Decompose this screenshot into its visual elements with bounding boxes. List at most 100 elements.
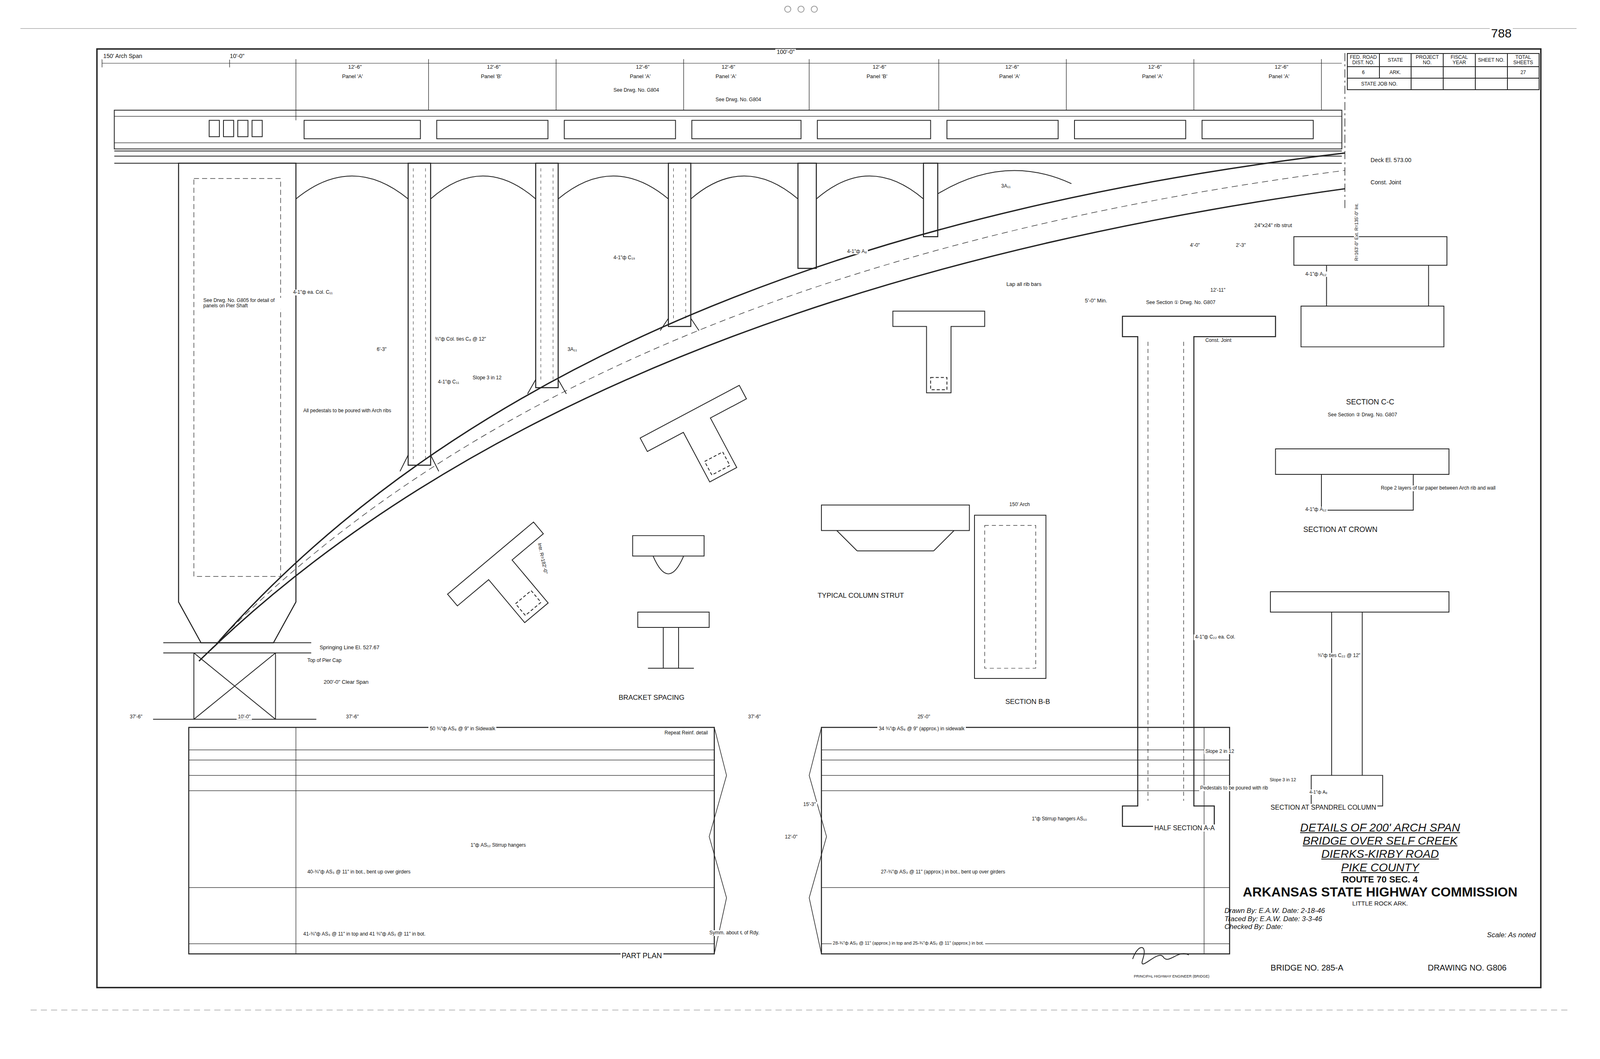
drawing-label: 200'-0" Clear Span (322, 679, 370, 686)
table-cell: SHEET NO. (1475, 53, 1508, 67)
drawing-label: Panel 'A' (1140, 73, 1165, 80)
drawing-label: 24"x24" rib strut (1253, 222, 1294, 229)
table-cell (1443, 66, 1476, 79)
table-cell (1411, 78, 1444, 90)
arch-extrados (219, 153, 1345, 641)
column-strut-detail (821, 504, 970, 552)
drawing-label: 788 (1489, 26, 1513, 41)
drawing-label: See Drwg. No. G804 (612, 87, 661, 94)
drawing-label: HALF SECTION A-A (1153, 824, 1217, 833)
drawing-label: Panel 'B' (479, 73, 503, 80)
drawing-label: 6'-3" (375, 346, 388, 353)
drawing-label: BRIDGE NO. 285-A (1269, 963, 1345, 973)
section-at-crown (1275, 448, 1449, 511)
spandrel-columns (408, 163, 938, 466)
title-block-text: Scale: As noted (1224, 931, 1536, 940)
drawing-label: Panel 'A' (997, 73, 1022, 80)
rail-openings (209, 120, 263, 138)
drawing-label: Pedestals to be poured with rib (1199, 785, 1270, 791)
drawing-label: 4-1"ф ea. Col. C₁₁ (291, 289, 334, 296)
bracket-spacing-detail (632, 535, 710, 669)
drawing-label: 37'-6" (344, 714, 361, 720)
section-b-b-bars (984, 525, 1036, 669)
pier-reinforcement (193, 178, 281, 577)
drawing-label: 2'-3" (1234, 242, 1247, 249)
drawing-title: BRIDGE OVER SELF CREEK (1224, 834, 1536, 848)
rib-bars (209, 170, 1345, 652)
table-cell: STATE (1379, 53, 1412, 67)
drawing-label: 12'-6" (720, 64, 737, 71)
drawing-label: 1"ф Stirrup hangers AS₁₀ (1030, 816, 1089, 822)
drawing-label: PRINCIPAL HIGHWAY ENGINEER (BRIDGE) (1132, 974, 1211, 979)
sheet-edge (30, 1009, 1572, 1011)
drawing-label: 5'-0" Min. (1083, 297, 1109, 305)
drawing-label: PART PLAN (620, 951, 664, 961)
drawing-label: BRACKET SPACING (617, 693, 686, 702)
drawing-label: Panel 'A' (628, 73, 652, 80)
column-pedestals (400, 318, 700, 472)
table-cell (1475, 78, 1508, 90)
drawing-label: Symm. about ℄ of Rdy. (708, 930, 761, 936)
pier-cap (153, 642, 317, 720)
drawing-label: Panel 'A' (1267, 73, 1291, 80)
drawing-label: TYPICAL COLUMN STRUT (816, 591, 906, 600)
rib-section (640, 385, 773, 502)
drawing-label: 40-¾"ф AS₃ @ 11" in bot., bent up over g… (306, 869, 412, 875)
drawing-label: DRAWING NO. G806 (1426, 963, 1508, 973)
punch-hole (811, 6, 818, 13)
drawing-label: 4-1"ф C₁₉ (612, 255, 637, 261)
drawing-label: 4-1"ф C₂₂ ea. Col. (1193, 634, 1237, 640)
table-cell: PROJECT NO. (1411, 53, 1444, 67)
drawing-label: 12'-0" (783, 834, 799, 840)
drawing-label: 12'-6" (1273, 64, 1290, 71)
rib-section (447, 522, 580, 649)
drawing-label: 27-¾"ф AS₃ @ 11" (approx.) in bot., bent… (879, 869, 1007, 875)
part-plan-bars (188, 727, 1230, 955)
rib-section (893, 311, 985, 393)
drawing-label: 12'-6" (871, 64, 888, 71)
drawing-label: Lap all rib bars (1004, 281, 1043, 288)
drawing-label: 12'-6" (1004, 64, 1021, 71)
drawing-label: 50 ¾"ф AS₈ @ 9" in Sidewalk (428, 726, 497, 732)
break-line (709, 727, 827, 955)
railing-lines (114, 116, 1342, 143)
drawing-label: Deck El. 573.00 (1369, 157, 1413, 164)
drawing-label: 28-¾"ф AS₃ @ 11" (approx.) in top and 25… (831, 940, 986, 946)
drawing-label: 4'-0" (1188, 242, 1202, 249)
drawing-label: 150' Arch (1008, 502, 1032, 508)
signature (1132, 947, 1189, 965)
rib-section-outline (447, 522, 580, 649)
drawing-label: 4-1"ф A₈ (1308, 789, 1329, 795)
title-block-text: ROUTE 70 SEC. 4 (1224, 874, 1536, 885)
drawing-label: Top of Pier Cap (306, 658, 343, 664)
drawing-label: 37'-6" (746, 714, 763, 720)
drawing-label: See Drwg. No. G805 for detail of panels … (202, 297, 287, 310)
table-cell: ARK. (1379, 66, 1412, 79)
table-cell: TOTAL SHEETS (1507, 53, 1540, 67)
section-at-spandrel-column (1270, 591, 1449, 807)
drawing-label: SECTION AT SPANDREL COLUMN (1269, 804, 1378, 812)
drawing-label: All pedestals to be poured with Arch rib… (302, 408, 407, 414)
section-b-b (974, 515, 1047, 679)
dimension-ticks (102, 59, 1322, 121)
half-section-bars (1148, 341, 1184, 802)
drawing-label: 4-1"ф A₁₂ (1304, 506, 1328, 513)
drawing-label: 12'-6" (1146, 64, 1163, 71)
section-c-c (1293, 236, 1447, 347)
drawing-label: 34 ¾"ф AS₈ @ 9" (approx.) in sidewalk (877, 726, 966, 732)
drawing-label: See Section ① Drwg. No. G807 (1144, 300, 1217, 306)
drawing-label: Rope 2 layers of tar paper between Arch … (1379, 485, 1515, 491)
drawing-label: 37'-6" (128, 714, 144, 720)
table-cell: FED. ROAD DIST. NO. (1347, 53, 1380, 67)
drawing-label: See Drwg. No. G804 (714, 97, 763, 103)
drawing-title: PIKE COUNTY (1224, 861, 1536, 875)
drawing-label: R=163'-0" Ext. R=135'-0" Int. (1354, 202, 1360, 263)
drawing-label: 150' Arch Span (102, 53, 144, 60)
sheet-border (97, 48, 1542, 988)
drawing-label: 4-1"ф C₁₁ (436, 379, 461, 385)
drawing-label: Const. Joint (1204, 337, 1233, 344)
drawing-label: Intr. R=182'-0" (536, 541, 549, 576)
drawing-label: 3A₁₁ (566, 346, 579, 353)
rib-section-outline (893, 311, 985, 393)
drawing-label: Const. Joint (1369, 179, 1403, 187)
